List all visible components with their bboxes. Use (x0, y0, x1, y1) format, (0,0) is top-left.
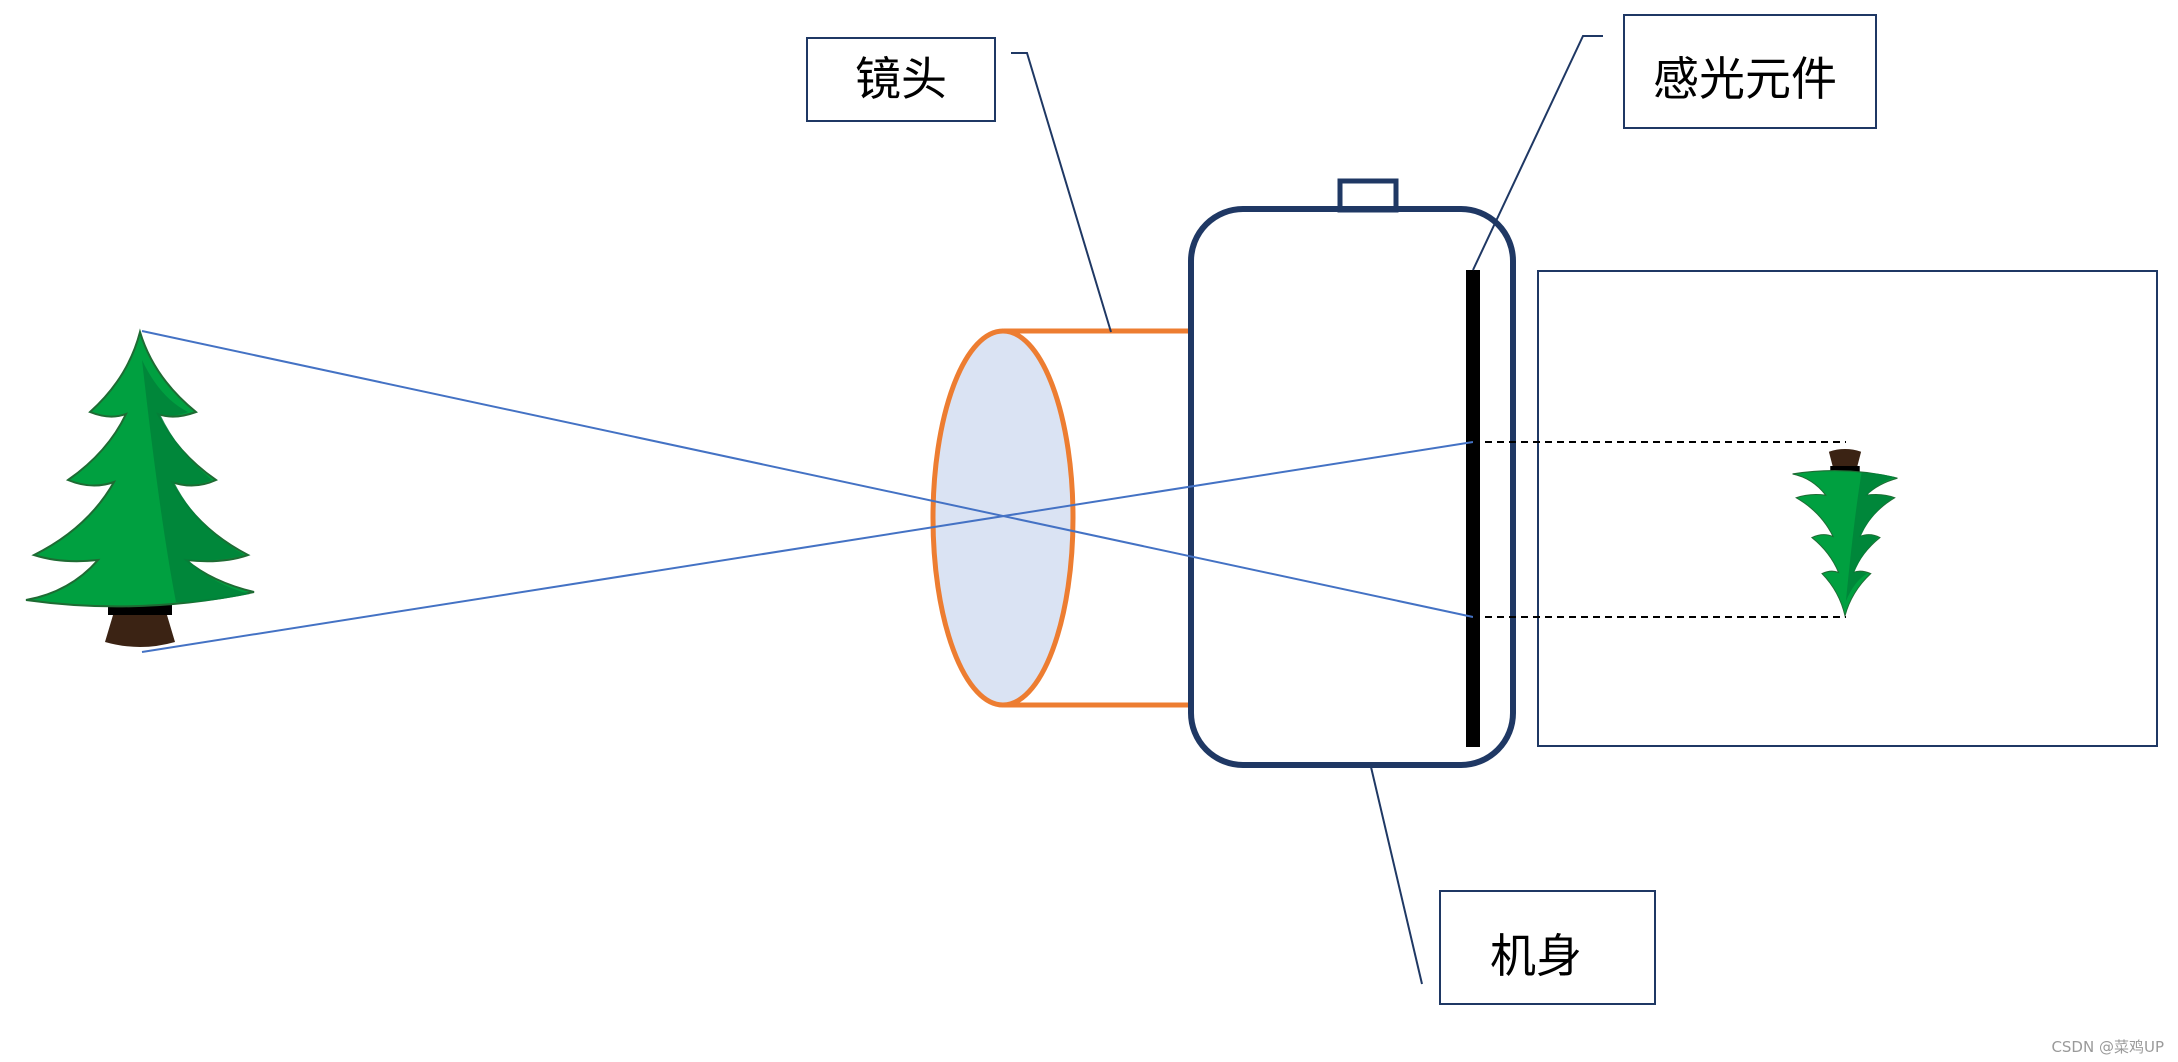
body-label: 机身 (1490, 929, 1582, 983)
watermark-text: CSDN @菜鸡UP (2051, 1038, 2164, 1056)
sensor-label-box (1623, 14, 1877, 129)
sensor-element (1466, 270, 1480, 747)
body-label-box (1439, 890, 1656, 1005)
sensor-label: 感光元件 (1653, 52, 1837, 106)
body-callout-line (1370, 766, 1423, 985)
camera-body (1188, 206, 1516, 768)
sensor-callout-line (1472, 35, 1603, 271)
image-frame (1537, 270, 2158, 747)
lens-label-box (806, 37, 996, 122)
inverted-tree-icon (1792, 448, 1898, 617)
lens-element (930, 328, 1076, 708)
object-tree-icon (25, 331, 255, 648)
lens-label: 镜头 (855, 52, 947, 106)
light-ray-bottom (141, 441, 1474, 653)
camera-shutter-button (1337, 178, 1399, 213)
lens-callout-line (1011, 52, 1112, 333)
light-ray-top (141, 330, 1474, 618)
